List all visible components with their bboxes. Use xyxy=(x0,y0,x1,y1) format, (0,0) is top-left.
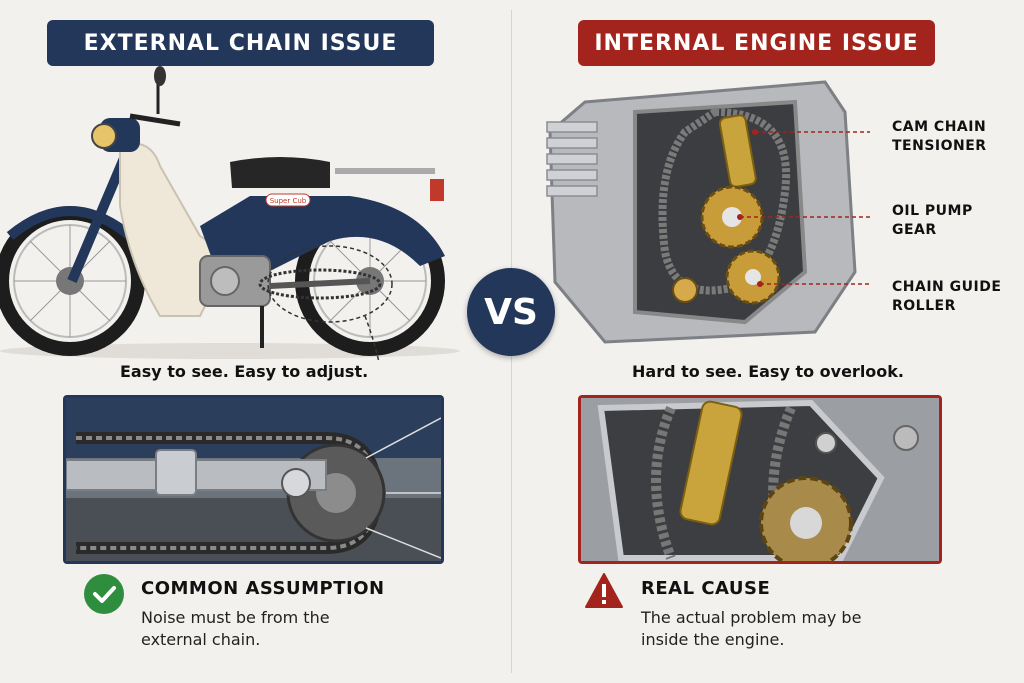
chain-guide-roller-label: CHAIN GUIDE ROLLER xyxy=(892,279,1002,314)
right-caption: Hard to see. Easy to overlook. xyxy=(632,362,904,381)
super-cub-badge: Super Cub xyxy=(270,197,307,205)
checkmark-icon xyxy=(84,574,124,614)
external-chain-closeup xyxy=(63,395,444,564)
real-cause-title: REAL CAUSE xyxy=(641,578,771,599)
oil-pump-gear-label: OIL PUMP GEAR xyxy=(892,203,973,238)
common-assumption-text: Noise must be from the external chain. xyxy=(141,608,330,649)
internal-engine-closeup xyxy=(578,395,942,564)
external-chain-banner: EXTERNAL CHAIN ISSUE xyxy=(47,20,434,66)
left-caption: Easy to see. Easy to adjust. xyxy=(120,362,369,381)
vs-badge: VS xyxy=(467,268,555,356)
common-assumption-title: COMMON ASSUMPTION xyxy=(141,578,385,599)
internal-engine-banner: INTERNAL ENGINE ISSUE xyxy=(578,20,935,66)
warning-icon xyxy=(585,573,623,608)
motorcycle-illustration: Super Cub xyxy=(0,66,460,361)
real-cause-text: The actual problem may be inside the eng… xyxy=(641,608,862,649)
cam-chain-tensioner-label: CAM CHAIN TENSIONER xyxy=(892,119,987,154)
engine-illustration xyxy=(546,80,870,344)
